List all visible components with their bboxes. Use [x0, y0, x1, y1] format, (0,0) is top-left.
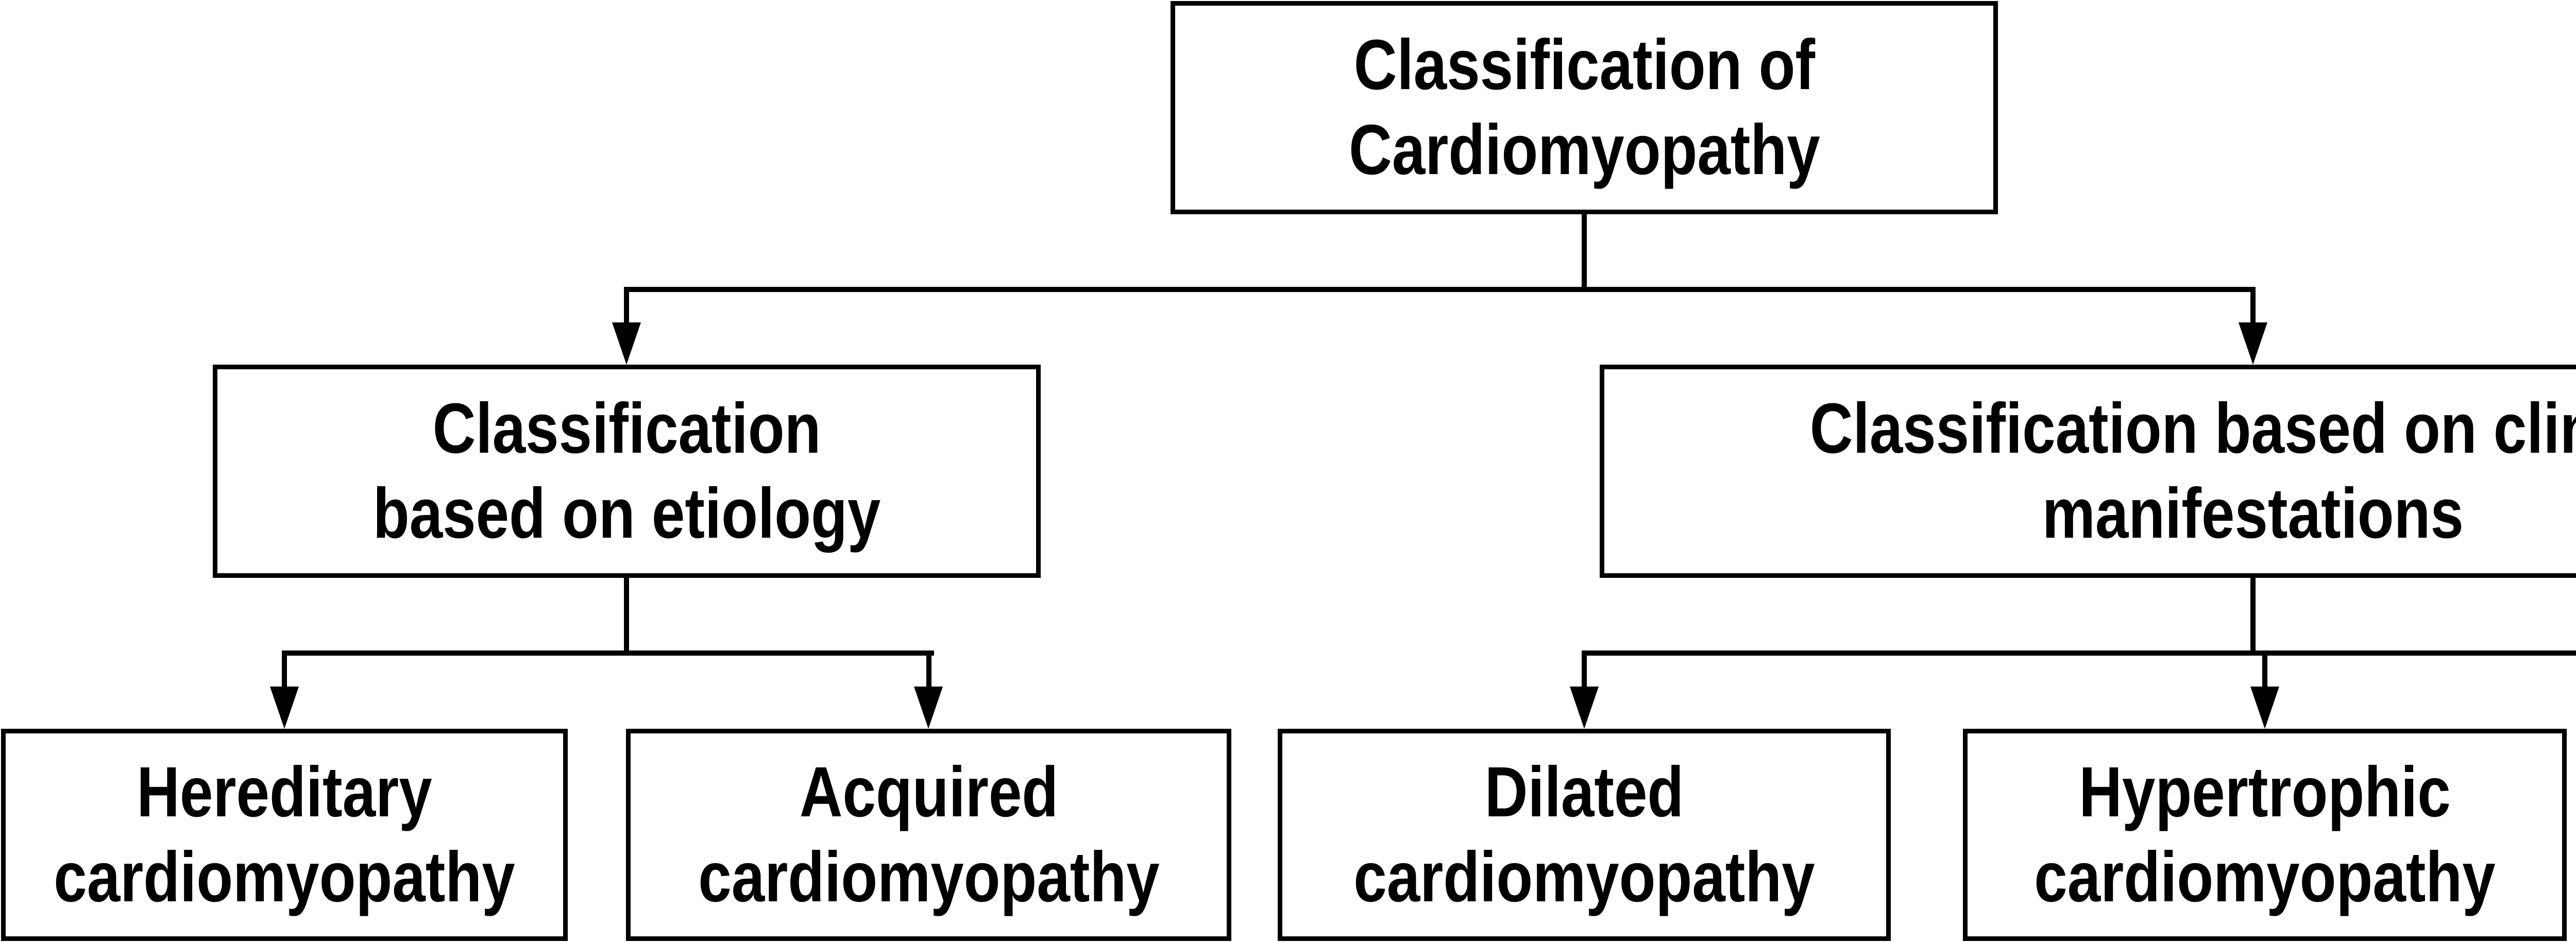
node-hereditary-cardiomyopathy: Hereditary cardiomyopathy: [1, 729, 568, 941]
node-label: Hereditary cardiomyopathy: [54, 752, 515, 917]
connector-drop-hypertrophic: [2262, 650, 2267, 688]
node-dilated-cardiomyopathy: Dilated cardiomyopathy: [1278, 729, 1891, 941]
arrowhead-down-icon-hypertrophic: [2250, 687, 2279, 729]
connector-left-horizontal: [282, 650, 934, 656]
node-label: Hypertrophic cardiomyopathy: [2034, 752, 2496, 917]
connector-drop-acquired: [926, 650, 931, 688]
arrowhead-down-icon-dilated: [1570, 687, 1599, 729]
connector-root-stem: [1582, 214, 1587, 289]
connector-drop-dilated: [1582, 650, 1587, 688]
node-label: Dilated cardiomyopathy: [1353, 752, 1815, 917]
node-acquired-cardiomyopathy: Acquired cardiomyopathy: [626, 729, 1231, 941]
connector-right-horizontal: [1582, 650, 2576, 656]
node-hypertrophic-cardiomyopathy: Hypertrophic cardiomyopathy: [1963, 729, 2567, 941]
connector-drop-clinical: [2250, 287, 2256, 326]
connector-etiology-stem: [624, 578, 629, 656]
node-classification-of-cardiomyopathy: Classification of Cardiomyopathy: [1171, 1, 1998, 214]
node-label: Classification based on etiology: [372, 389, 881, 553]
connector-clinical-stem: [2250, 578, 2256, 656]
node-label: Classification based on clinical manifes…: [1809, 389, 2576, 553]
node-classification-based-on-etiology: Classification based on etiology: [213, 365, 1041, 578]
arrowhead-down-icon-hereditary: [270, 687, 299, 729]
node-classification-based-on-clinical-manifestations: Classification based on clinical manifes…: [1600, 365, 2576, 578]
connector-drop-etiology: [624, 287, 629, 326]
node-label: Classification of Cardiomyopathy: [1348, 25, 1820, 190]
arrowhead-down-icon-etiology: [612, 322, 641, 365]
node-label: Acquired cardiomyopathy: [698, 752, 1160, 917]
arrowhead-down-icon-clinical: [2239, 322, 2267, 365]
arrowhead-down-icon-acquired: [914, 687, 943, 729]
connector-drop-hereditary: [282, 650, 287, 688]
connector-top-horizontal: [624, 287, 2256, 292]
